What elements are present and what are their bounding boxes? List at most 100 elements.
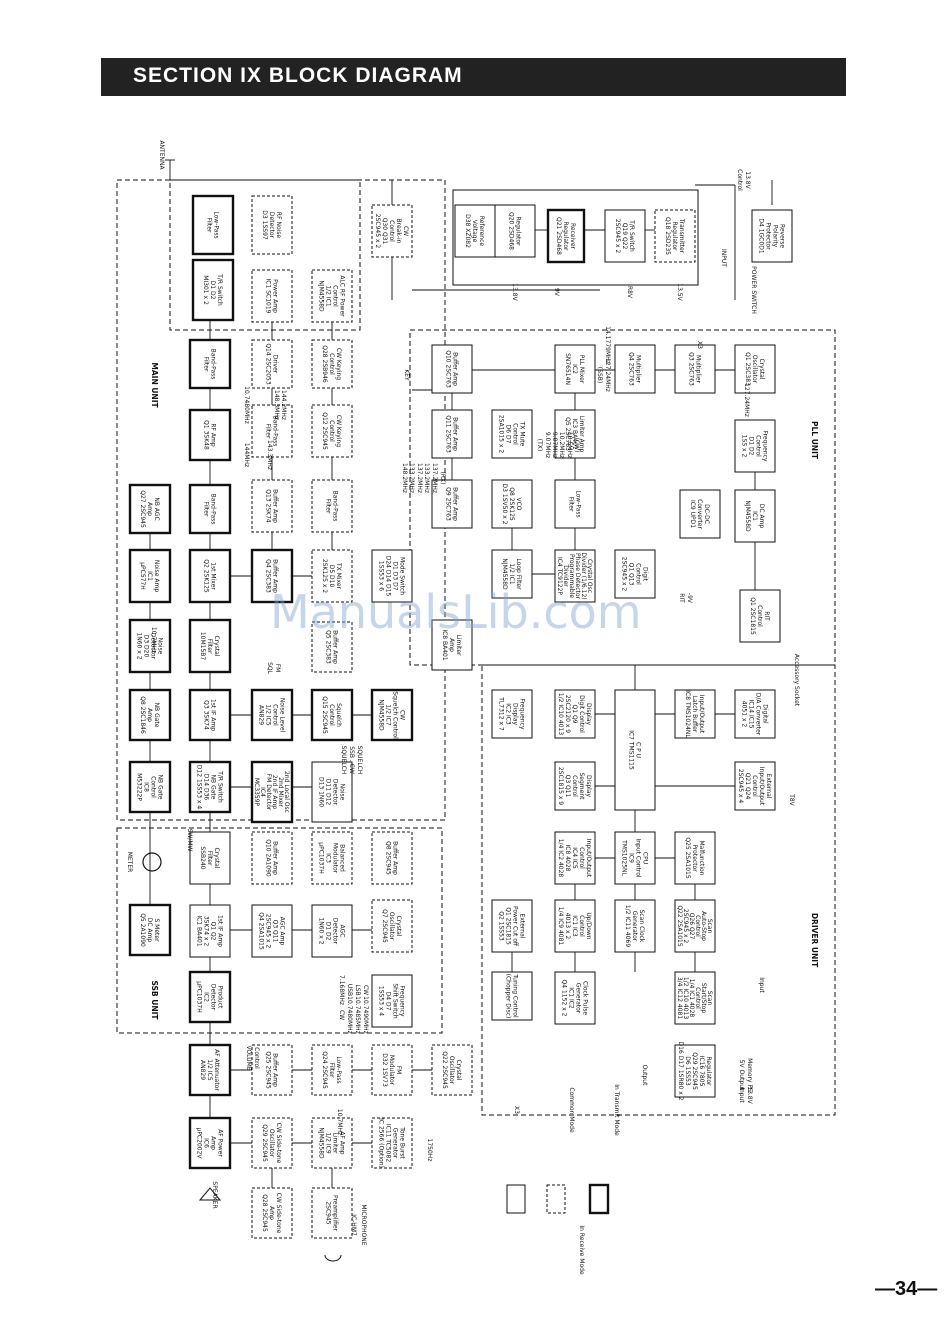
block-lpf3: Low-PassFilter [554, 479, 596, 529]
block-label: LimiterAmpIC8 BA401 [441, 629, 462, 661]
unit-frame [452, 189, 699, 286]
block-mode: Mode SwitchD1 D3 D7D24 D14 D151SS53 x 6 [371, 549, 413, 603]
block-label: Buffer AmpQ11 2SC763 [445, 415, 459, 453]
block-box [371, 831, 413, 885]
block-txmute: TX MuteControlD6 D72SA1015 x 2 [491, 409, 533, 459]
block-label: FrequencyShift SwitchD4 D71SS53 x 4 [378, 983, 406, 1019]
block-label: Noise AmpIC1μPC577H [139, 560, 160, 593]
annotation: 127.24MHz [743, 383, 750, 417]
block-box [250, 760, 294, 824]
block-label: RITControlQ1 2SC1815 [749, 597, 770, 635]
block-box [554, 899, 596, 953]
block-label: Buffer AmpQ5 2SC383 [325, 630, 339, 664]
block-label: CrystalFilterSSB240 [199, 846, 220, 869]
block-label: AF PowerAmpIC6μPC2002V [196, 1128, 224, 1160]
block-label: CW KeyingControlQ12 2SC945 [321, 412, 342, 450]
annotation: Control [736, 169, 743, 191]
annotation: 144MHz [243, 443, 250, 467]
block-freqsw: FrequencyShift SwitchD4 D71SS53 x 4 [371, 974, 413, 1028]
block-label: DC AmpIC1NJM4558D [744, 500, 765, 532]
block-label: DriverQ14 2SC2053 [265, 343, 279, 385]
block-box [251, 339, 293, 389]
annotation: 137.2MHz [416, 463, 423, 493]
block-box [188, 970, 232, 1024]
block-reg1: RegulatorQ20 2SD468 [494, 204, 536, 258]
unit-label-main: MAIN UNIT [150, 362, 159, 408]
block-loopf: Loop Filter1/2 IC1NJM4558D [491, 549, 533, 599]
block-afatt: AF Attenuator1/2 IC5AN829 [188, 1043, 232, 1097]
block-box [554, 761, 596, 811]
block-label: ScanAuto-StopControlQ26 Q272SC945 x 2Q22… [676, 905, 713, 947]
block-box [554, 479, 596, 529]
block-bufamp6: Buffer AmpQ25 2SC945 [251, 1044, 293, 1096]
annotation: 148.2MHz [401, 463, 408, 493]
block-box [311, 339, 353, 389]
block-ioctl: Input/OutputControlIC4 IC5IC8 40281/4 IC… [554, 831, 596, 885]
block-label: T/R SwitchD1 D2MI301 x 2 [202, 273, 223, 306]
legend-symbol [546, 1184, 566, 1214]
annotation: In Receive Mode [578, 1225, 585, 1275]
unit-frame [116, 827, 443, 1034]
block-rxreg: ReceiverRegulatorQ21 2SD468 [546, 208, 586, 264]
block-box [494, 204, 536, 258]
block-box [311, 404, 353, 458]
block-mixer1: 1st MixerQ2 2SK125 [188, 548, 232, 604]
block-box [431, 344, 473, 394]
annotation: 10.5MHz [566, 432, 573, 458]
block-afampl: AF AmpLimiter1/2 IC9NJM4558D [311, 1117, 353, 1169]
block-pllmix: PLL MixerIC2SN76514N [554, 344, 596, 394]
block-rfnoise: RF NoiseDetectorD3 1SS97 [251, 195, 293, 255]
block-box [371, 204, 413, 258]
block-box [188, 408, 232, 462]
block-bufamp9: Buffer AmpQ9 2SC763 [431, 479, 473, 529]
block-label: SquelchControlQ15 2SC945 [321, 696, 342, 734]
block-label: AGC AmpQ3 Q112SC945 x 2Q4 2SA1015 [258, 912, 286, 950]
block-label: ExternalInput/OutputControlQ21 Q242SC945… [737, 767, 772, 806]
block-box [734, 689, 776, 739]
block-label: FrequencyDisplayIC2 IC3TL7312 x 7 [498, 696, 526, 731]
block-box [679, 489, 721, 539]
annotation: SW/MW [186, 829, 193, 852]
block-box [734, 344, 776, 394]
block-dispseg: DisplaySegmentControlQ3 Q112SC1815 x 9 [554, 761, 596, 811]
block-box [491, 971, 533, 1021]
block-inbuf: Input/OutputLatch BufferIC8 TMS1024NL [674, 689, 716, 739]
annotation: RIT [678, 593, 685, 603]
block-clkpulse: Clock PulseGeneratorIC1 IC2Q4 1152 x 2 [554, 971, 596, 1025]
block-label: Low-PassFilter [206, 211, 220, 238]
annotation: POWER SWITCH [750, 266, 757, 314]
block-label: CW Side-toneOscillatorQ29 2SC945 [261, 1123, 282, 1164]
block-label: Mode SwitchD1 D3 D7D24 D14 D151SS53 x 6 [378, 556, 406, 597]
block-box [189, 831, 231, 885]
block-box [554, 344, 596, 394]
block-box [431, 619, 473, 671]
meter-icon [142, 852, 162, 872]
block-noiseamp: Noise AmpIC1μPC577H [128, 548, 172, 604]
block-label: CW Side-toneAmpQ28 2SC945 [261, 1193, 282, 1234]
block-label: Buffer AmpQ13 2SK74 [265, 489, 279, 523]
block-trsw2: T/R SwitchNB GateD14 D36D12 1SS53 x 4 [188, 760, 232, 814]
block-label: NB GateControlIC8M53222P [136, 773, 164, 801]
block-ifamp1b: 1st IF AmpQ1 Q23SK74 x 2IC1 BA401 [189, 904, 231, 958]
block-driver: DriverQ14 2SC2053 [251, 339, 293, 389]
block-label: Buffer AmpQ4 2SC383 [265, 559, 279, 593]
block-box [674, 344, 716, 394]
block-box [188, 338, 232, 390]
annotation: 10.7MHz [336, 1109, 343, 1135]
block-cwsideamp: CW Side-toneAmpQ28 2SC945 [251, 1187, 293, 1239]
block-fmmod: FMModulatorD32 1SV73 [371, 1044, 413, 1096]
block-box [554, 549, 596, 603]
block-box [371, 1117, 413, 1169]
block-box [251, 195, 293, 255]
unit-frame [169, 179, 361, 331]
block-label: CW KeyingControlQ28 2SB946 [321, 345, 342, 383]
block-box [191, 194, 235, 256]
annotation: SPEAKER [211, 1181, 218, 1208]
block-box [189, 904, 231, 958]
block-box [491, 549, 533, 599]
block-box [311, 1044, 353, 1096]
block-label: ReferenceVoltageD38 XZ082 [464, 214, 485, 248]
legend-symbol [588, 1183, 610, 1215]
annotation: (TX) [536, 439, 543, 451]
annotation: X3 [696, 341, 703, 349]
